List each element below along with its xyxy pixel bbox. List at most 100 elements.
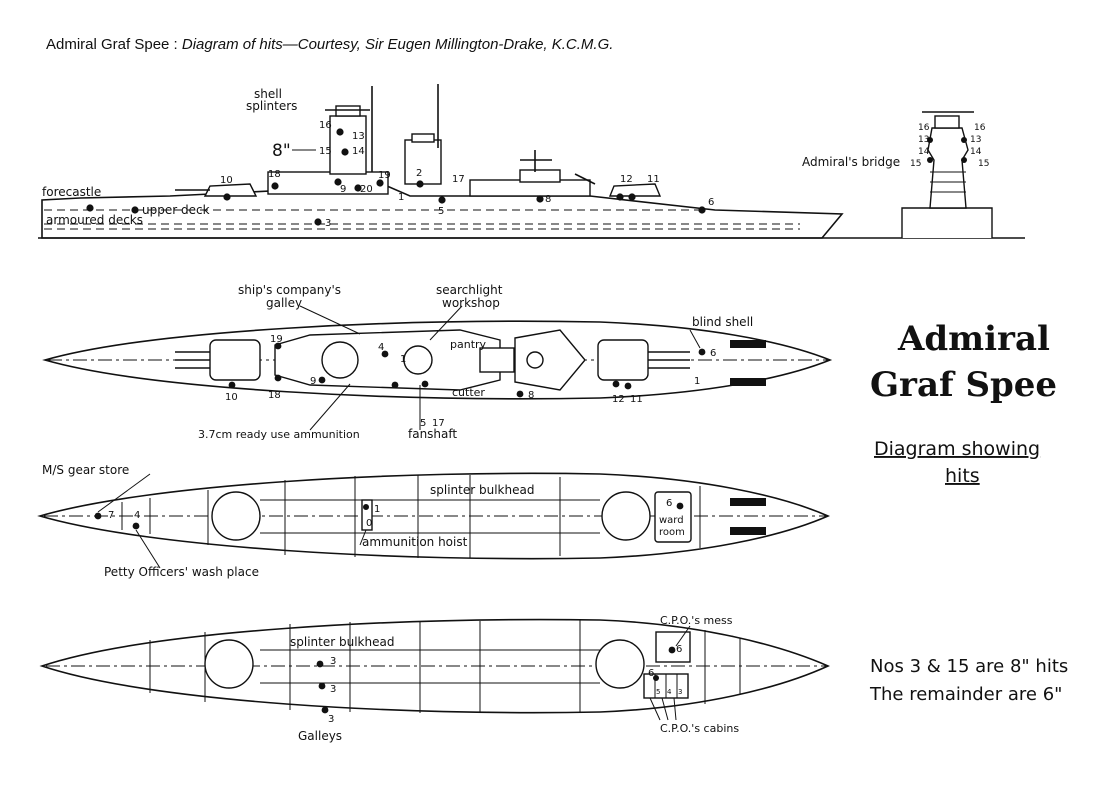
plan-aft-turret [597,339,649,381]
hit-marker [438,196,446,204]
aft-gun [574,173,596,185]
svg-text:9: 9 [310,376,316,387]
leader-cabins [649,697,661,721]
svg-text:1: 1 [374,504,380,515]
label-upper-deck: upper deck [142,203,210,217]
hit-marker [698,206,706,214]
svg-text:3: 3 [330,656,336,667]
svg-text:16: 16 [974,123,986,133]
svg-text:6: 6 [708,197,714,208]
figure-caption: Admiral Graf Spee : Diagram of hits—Cour… [46,36,613,53]
svg-text:1: 1 [398,192,404,203]
aft-control [519,169,561,183]
plan-tower [321,341,359,379]
hit-marker [86,204,94,212]
label-eight-inch: 8" [272,141,291,161]
svg-text:8: 8 [528,390,534,401]
plan-pantry-block [479,347,515,373]
label-ships-galley-1: ship's company's [238,283,341,297]
lower-aft-barbette [601,491,651,541]
svg-text:13: 13 [970,135,981,145]
hit-marker [314,218,322,226]
label-ms-gear-store: M/S gear store [42,463,129,477]
label-splinters: splinters [246,99,297,113]
svg-text:4: 4 [378,342,384,353]
funnel [404,139,442,185]
plan-lower-hit-numbers: 7 4 1 0 6 [108,498,672,529]
leader-searchlight [429,305,463,341]
bridge-top [934,115,960,129]
hull-outline [41,182,844,239]
label-searchlight-1: searchlight [436,283,503,297]
label-room: room [659,527,685,538]
svg-text:11: 11 [647,174,660,185]
label-ammunition-hoist: ammunition hoist [362,535,468,549]
label-shell: shell [254,87,282,101]
label-forecastle: forecastle [42,185,101,199]
svg-text:20: 20 [360,184,373,195]
svg-text:10: 10 [225,392,238,403]
leader-blind-shell [689,329,701,349]
label-galleys: Galleys [298,729,342,743]
plan-lower-deck: 7 4 1 0 6 M/S gear store splinter bulkhe… [37,463,830,579]
svg-text:6: 6 [648,668,654,679]
funnel-cap [411,133,435,143]
svg-text:5: 5 [656,688,660,696]
hit-marker [927,157,933,163]
caption-subtitle: Diagram of hits—Courtesy, Sir Eugen Mill… [181,36,614,53]
note-remainder: The remainder are 6" [869,684,1062,705]
caption-ship: Admiral Graf Spee : [46,36,182,53]
leader-po-wash [135,529,161,569]
svg-text:5: 5 [438,206,444,217]
svg-text:18: 18 [268,390,281,401]
hit-marker [336,128,344,136]
label-ships-galley-2: galley [266,296,302,310]
svg-text:19: 19 [270,334,283,345]
label-blind-shell: blind shell [692,315,753,329]
tower-top [335,105,361,117]
bottom-fore-barbette [204,639,254,689]
note-eight-inch-hits: Nos 3 & 15 are 8" hits [870,656,1068,677]
bridge-front-view: 16 13 14 15 14 16 13 15 Admiral's bridge [802,111,993,238]
plan-bottom-deck: 3 3 3 6 6 5 4 3 C.P.O.'s mess splinter b… [39,614,830,743]
title-admiral: Admiral [897,319,1050,359]
upper-deck-outline [42,320,833,400]
svg-text:14: 14 [918,147,930,157]
plan-upper-hits [228,342,706,398]
hit-marker [223,193,231,201]
label-fanshaft: fanshaft [408,427,457,441]
svg-text:15: 15 [910,159,921,169]
label-splinter-bulkhead-2: splinter bulkhead [290,635,394,649]
svg-text:13: 13 [918,135,929,145]
profile-hits [86,128,706,226]
label-pantry: pantry [450,338,487,351]
bottom-deck-outline [39,618,830,714]
bottom-aft-barbette [595,639,645,689]
control-tower [329,115,367,175]
plan-fore-turret [209,339,261,381]
anchor-hawse [730,378,766,386]
bridge-hull [901,207,993,238]
svg-text:1: 1 [694,376,700,387]
svg-text:3: 3 [325,218,331,229]
plan-aft-structure [514,329,586,391]
label-armoured-decks: armoured decks [46,213,143,227]
label-cpo-cabins: C.P.O.'s cabins [660,722,739,735]
hit-marker [271,182,279,190]
svg-text:3: 3 [328,714,334,725]
subtitle-diagram-showing: Diagram showing [874,438,1040,460]
svg-text:15: 15 [319,146,332,157]
leader-ms-store [97,473,151,513]
svg-text:19: 19 [378,170,391,181]
label-admirals-bridge: Admiral's bridge [802,155,900,169]
hit-marker [341,148,349,156]
svg-text:6: 6 [710,348,716,359]
label-ward: ward [659,515,684,526]
subtitle-hits: hits [945,465,980,487]
plan-funnel [403,345,433,375]
svg-text:1: 1 [400,354,406,365]
svg-text:11: 11 [630,394,643,405]
svg-text:7: 7 [108,510,114,521]
bridge-hit-numbers: 16 13 14 15 14 16 13 15 [910,123,989,169]
